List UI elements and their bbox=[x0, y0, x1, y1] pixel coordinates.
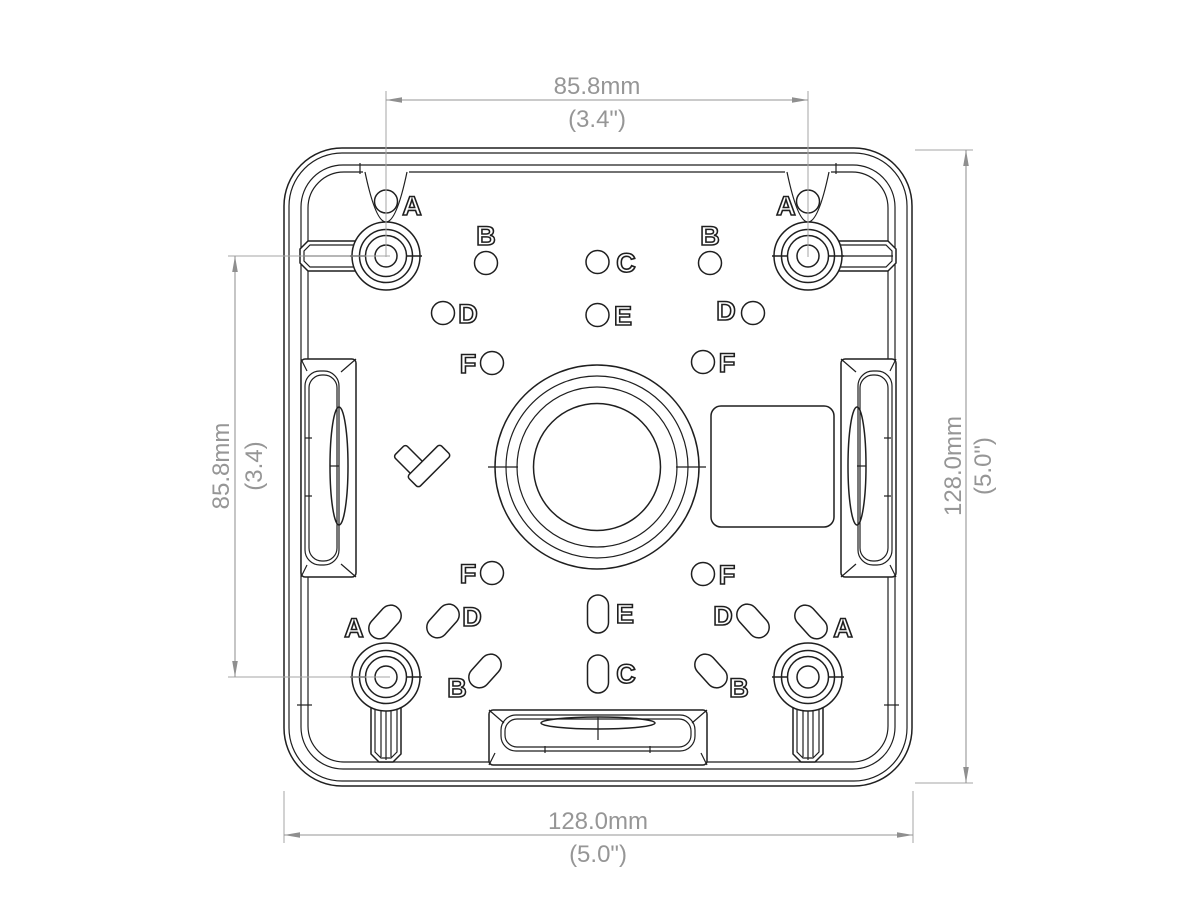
hole-f-bottom-left bbox=[479, 560, 505, 586]
knockout-bottom bbox=[488, 709, 708, 766]
slot-c-bottom bbox=[586, 654, 610, 694]
square-cutout bbox=[710, 405, 835, 528]
dimension-value-mm: 85.8mm bbox=[554, 73, 641, 100]
arrowhead-right bbox=[897, 832, 913, 838]
arrowhead-left bbox=[284, 832, 300, 838]
dimension-value-in: (5.0") bbox=[970, 437, 997, 495]
label-b-bottom-right: B bbox=[729, 673, 749, 703]
hole-d-top-right bbox=[740, 300, 766, 326]
hole-e-top bbox=[585, 302, 610, 328]
stem-top-right bbox=[835, 240, 897, 272]
knockout-bevel bbox=[300, 358, 308, 372]
label-f-top-right: F bbox=[719, 348, 736, 378]
dimension-top: 85.8mm (3.4") bbox=[385, 73, 809, 257]
knockout-bevel bbox=[840, 563, 857, 578]
label-c-bottom: C bbox=[616, 659, 636, 689]
label-f-bottom-left: F bbox=[460, 559, 477, 589]
knockout-dome bbox=[857, 370, 893, 566]
knockout-dome bbox=[304, 370, 340, 566]
knockout-bevel bbox=[840, 358, 857, 373]
knockout-bevel bbox=[691, 709, 708, 724]
label-a-bottom-right: A bbox=[833, 613, 853, 643]
label-b-top-left: B bbox=[476, 221, 496, 251]
knockout-dome-inner bbox=[859, 374, 889, 562]
label-e-top: E bbox=[614, 301, 632, 331]
corner-boss-bottom-right bbox=[771, 642, 845, 712]
dimension-value-mm: 128.0mm bbox=[940, 416, 967, 516]
label-e-bottom: E bbox=[616, 599, 634, 629]
knockout-dome bbox=[500, 714, 696, 752]
knockout-bevel bbox=[889, 564, 897, 578]
dimension-left: 85.8mm (3.4) bbox=[208, 255, 390, 678]
label-d-top-right: D bbox=[716, 296, 736, 326]
dimension-right: 128.0mm (5.0") bbox=[915, 149, 997, 784]
plate-outer-edge-inner-line bbox=[288, 152, 908, 782]
hole-f-top-right bbox=[690, 349, 716, 375]
hole-labels: A A A A B B B B C C D D D D E E F F F F bbox=[343, 190, 853, 704]
hole-f-top-left bbox=[479, 350, 505, 376]
label-c-top: C bbox=[616, 248, 636, 278]
dimension-bottom: 128.0mm (5.0") bbox=[283, 791, 914, 868]
knockout-bevel bbox=[889, 358, 897, 372]
label-b-top-right: B bbox=[700, 221, 720, 251]
label-a-bottom-left: A bbox=[344, 613, 364, 643]
arrowhead-right bbox=[792, 97, 808, 103]
label-f-bottom-right: F bbox=[719, 560, 736, 590]
hole-b-top-right bbox=[697, 250, 723, 276]
label-a-top-right: A bbox=[776, 191, 796, 221]
arrowhead-left bbox=[386, 97, 402, 103]
knockout-bevel bbox=[300, 564, 308, 578]
dimension-value-in: (3.4) bbox=[241, 441, 268, 490]
dimension-value-in: (3.4") bbox=[568, 106, 626, 133]
central-opening bbox=[488, 364, 706, 570]
label-d-bottom-left: D bbox=[462, 602, 482, 632]
knockout-bevel bbox=[488, 709, 505, 724]
hole-d-top-left bbox=[430, 300, 456, 326]
knockout-right bbox=[840, 358, 897, 578]
label-a-top-left: A bbox=[402, 191, 422, 221]
logo-bar-long bbox=[407, 444, 451, 488]
label-d-bottom-right: D bbox=[713, 601, 733, 631]
knockout-bevel bbox=[700, 752, 708, 766]
dimension-value-mm: 85.8mm bbox=[208, 423, 235, 510]
hole-f-bottom-right bbox=[690, 561, 716, 587]
central-hole bbox=[532, 402, 662, 532]
dimension-value-in: (5.0") bbox=[569, 841, 627, 868]
knockout-left bbox=[300, 358, 357, 578]
slot-e-bottom bbox=[586, 594, 610, 634]
hole-b-top-left bbox=[473, 250, 499, 276]
label-d-top-left: D bbox=[458, 299, 478, 329]
arrowhead-bottom bbox=[963, 767, 969, 783]
brand-checkmark-logo bbox=[393, 444, 451, 488]
label-b-bottom-left: B bbox=[447, 673, 467, 703]
knockout-dome-inner bbox=[308, 374, 338, 562]
label-f-top-left: F bbox=[460, 349, 477, 379]
arrowhead-top bbox=[963, 150, 969, 166]
knockout-bevel bbox=[488, 752, 496, 766]
knockout-bevel bbox=[340, 563, 357, 578]
hole-c-top bbox=[585, 249, 610, 275]
dimension-value-mm: 128.0mm bbox=[548, 808, 648, 835]
knockout-bevel bbox=[340, 358, 357, 373]
arrowhead-bottom bbox=[232, 661, 238, 677]
arrowhead-top bbox=[232, 256, 238, 272]
